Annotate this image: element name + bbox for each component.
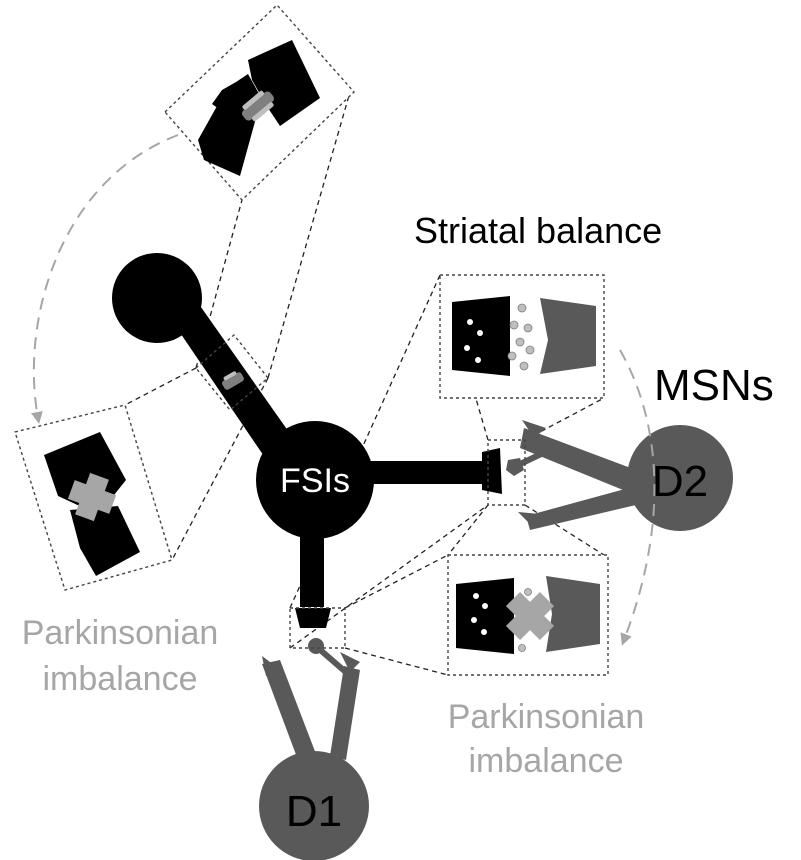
- zoom-source-d2-synapse: [487, 439, 526, 506]
- d1-dendrite-tip-left: [262, 656, 278, 676]
- fsi-neurons: [112, 253, 502, 628]
- d1-spine-head: [308, 638, 324, 654]
- cross-icon: [67, 472, 117, 522]
- fsi-terminal-d2: [482, 448, 502, 494]
- zoom-box-parkinsonian-synapse: [447, 554, 609, 676]
- arrow-left: [31, 134, 179, 424]
- d2-dendrite-tip-lower: [518, 512, 540, 524]
- d2-spine-head: [506, 458, 524, 476]
- cross-icon: [505, 591, 555, 641]
- msns-label: MSNs: [654, 361, 774, 410]
- d1-dendrite-right: [330, 666, 360, 760]
- d1-soma: [259, 751, 369, 860]
- gap-junction-marker: [222, 371, 244, 390]
- presynaptic-terminal: [452, 296, 510, 376]
- d1-msn: [259, 638, 369, 860]
- d2-label: D2: [652, 457, 708, 506]
- d2-dendrite-tip-upper: [522, 420, 546, 438]
- fsi-axon-to-d2: [360, 461, 488, 484]
- d2-spine-neck: [514, 442, 562, 469]
- d1-dendrite-tip-right: [340, 652, 360, 672]
- zoom-source-d1-synapse: [289, 607, 346, 649]
- fsis-label: FSIs: [280, 462, 350, 500]
- text-labels: Striatal balance MSNs FSIs D2 D1 Parkins…: [22, 210, 774, 836]
- striatal-balance-label: Striatal balance: [414, 210, 662, 251]
- parkinsonian-left-line2: imbalance: [43, 660, 198, 698]
- d1-dendrite-left: [262, 660, 316, 760]
- presynaptic-fsi: [112, 253, 298, 465]
- zoom-box-gap-junction: [164, 3, 355, 202]
- dashed-curved-arrow-icon: [31, 134, 656, 646]
- d1-spine-neck: [316, 645, 350, 677]
- d1-label: D1: [286, 787, 342, 836]
- parkinsonian-bottom-line2: imbalance: [469, 742, 624, 780]
- postsynaptic-membrane: [540, 298, 596, 374]
- released-transmitter: [507, 303, 535, 371]
- zoom-source-boxes: [195, 333, 526, 649]
- d2-dendrite-lower: [526, 486, 640, 530]
- synaptic-vesicles: [464, 319, 483, 363]
- arrow-right: [619, 349, 656, 646]
- fsi-axon-to-d1: [300, 525, 324, 607]
- fsi-cell: [256, 421, 502, 628]
- zoom-box-parkinsonian-gap-junction: [14, 404, 173, 591]
- fsi-soma: [256, 421, 374, 539]
- parkinsonian-left-line1: Parkinsonian: [22, 614, 219, 652]
- gap-junction-channel: [241, 90, 275, 122]
- d2-dendrite-upper: [520, 428, 636, 492]
- parkinsonian-bottom-line1: Parkinsonian: [448, 698, 645, 736]
- zoom-box-striatal-balance: [439, 274, 605, 399]
- fsi-terminal-d1: [295, 608, 331, 628]
